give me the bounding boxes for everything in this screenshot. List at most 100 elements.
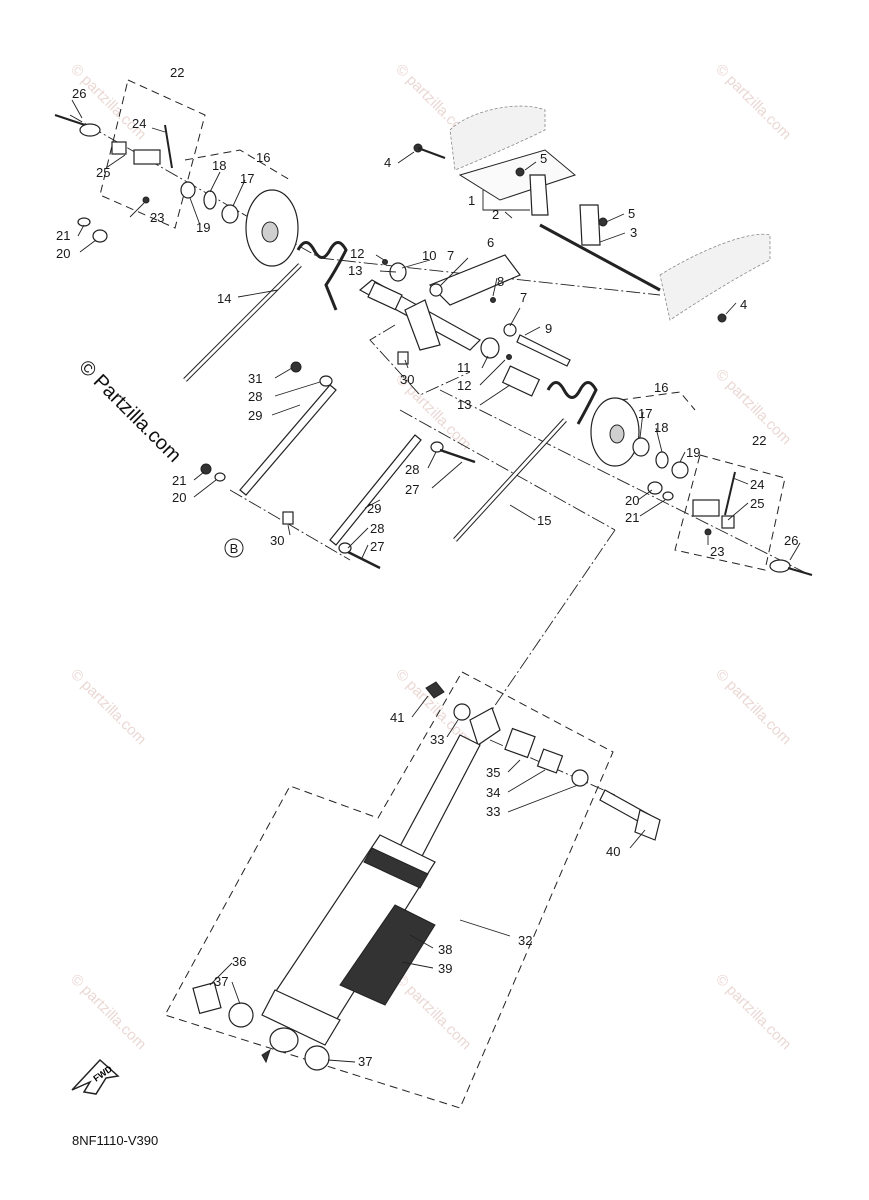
part-label-35: 35 xyxy=(486,765,500,780)
part-label-15: 15 xyxy=(537,513,551,528)
part-label-14: 14 xyxy=(217,291,231,306)
part-label-22: 22 xyxy=(752,433,766,448)
bushing-37-right xyxy=(304,1045,330,1071)
part-label-37: 37 xyxy=(214,974,228,989)
part-label-41: 41 xyxy=(390,710,404,725)
shock-band xyxy=(363,847,429,889)
part-label-28: 28 xyxy=(405,462,419,477)
fwd-arrow: FWD xyxy=(71,1058,120,1095)
part-label-38: 38 xyxy=(438,942,452,957)
nut-31 xyxy=(290,361,302,373)
spacer-30-lower xyxy=(282,511,294,525)
wheel-assembly-left xyxy=(54,114,299,267)
collar-28-c xyxy=(338,542,352,554)
diagram-code: 8NF1110-V390 xyxy=(72,1133,158,1148)
part-label-12: 12 xyxy=(350,246,364,261)
shock-eye-bottom xyxy=(269,1027,299,1053)
cap-20-right xyxy=(647,481,663,495)
bolt-27-a xyxy=(439,448,476,464)
part-label-11: 11 xyxy=(457,360,471,375)
part-label-13: 13 xyxy=(348,263,362,278)
washer-20-b xyxy=(214,472,226,482)
part-label-19: 19 xyxy=(196,220,210,235)
arm-6 xyxy=(428,254,521,306)
part-label-1: 1 xyxy=(468,193,475,208)
part-label-3: 3 xyxy=(630,225,637,240)
washer-26-right xyxy=(769,559,791,573)
pin-23-left xyxy=(142,196,150,204)
watermark-main: © Partzilla.com xyxy=(74,356,185,467)
part-label-22: 22 xyxy=(170,65,184,80)
part-label-7: 7 xyxy=(447,248,454,263)
fitting-8 xyxy=(490,297,496,303)
clip-18-left xyxy=(203,190,217,210)
bracket-2 xyxy=(579,204,601,246)
part-label-26: 26 xyxy=(72,86,86,101)
part-label-40: 40 xyxy=(606,844,620,859)
pin-23-right xyxy=(704,528,712,536)
part-label-23: 23 xyxy=(710,544,724,559)
watermark: © partzilla.com xyxy=(712,61,794,143)
part-label-21: 21 xyxy=(625,510,639,525)
group-box-32 xyxy=(164,671,614,1109)
part-label-26: 26 xyxy=(784,533,798,548)
washer-26-left xyxy=(79,123,101,137)
center-arm xyxy=(358,254,571,397)
bolt-4-lower xyxy=(717,313,727,323)
plate-6 xyxy=(404,299,441,351)
part-label-32: 32 xyxy=(518,933,532,948)
bushing-7-lower xyxy=(503,323,517,337)
bolt-40-head xyxy=(634,809,661,841)
clip-18-right xyxy=(655,451,669,469)
watermark: © partzilla.com xyxy=(712,666,794,748)
collar-25-left xyxy=(111,141,127,155)
bolt-24-left xyxy=(164,124,173,169)
callout-b: B xyxy=(230,541,239,556)
part-label-24: 24 xyxy=(750,477,764,492)
part-label-7: 7 xyxy=(520,290,527,305)
axle-block-left xyxy=(133,149,161,165)
part-label-16: 16 xyxy=(654,380,668,395)
part-label-20: 20 xyxy=(625,493,639,508)
reservoir-label-38 xyxy=(339,904,436,1006)
part-label-36: 36 xyxy=(232,954,246,969)
part-label-33: 33 xyxy=(486,804,500,819)
part-label-19: 19 xyxy=(686,445,700,460)
bolt-26-right xyxy=(787,567,813,576)
part-label-12: 12 xyxy=(457,378,471,393)
part-label-6: 6 xyxy=(487,235,494,250)
part-label-34: 34 xyxy=(486,785,500,800)
collar-19-left xyxy=(180,181,196,199)
watermark: © partzilla.com xyxy=(712,971,794,1053)
nut-21-b xyxy=(200,463,212,475)
part-label-16: 16 xyxy=(256,150,270,165)
bolt-27-b xyxy=(347,550,381,570)
collar-28-b xyxy=(430,441,444,453)
fwd-arrow-icon xyxy=(71,1058,120,1095)
group-bracket-1 xyxy=(482,190,530,211)
part-label-10: 10 xyxy=(422,248,436,263)
collar-28-a xyxy=(319,375,333,387)
bushing-34 xyxy=(536,748,564,774)
group-box-16-right xyxy=(619,391,696,411)
frame-sketch-lower xyxy=(659,233,771,321)
part-label-37: 37 xyxy=(358,1054,372,1069)
part-label-5: 5 xyxy=(540,151,547,166)
part-label-17: 17 xyxy=(638,406,652,421)
part-label-9: 9 xyxy=(545,321,552,336)
bracket-1 xyxy=(529,174,549,216)
spring-14 xyxy=(183,241,348,382)
axle-block-right xyxy=(692,499,720,517)
shock-absorber-32 xyxy=(192,681,661,1071)
shock-eye-top xyxy=(469,707,501,746)
callout-b-circle xyxy=(224,538,244,558)
group-box-22-left xyxy=(99,79,206,229)
part-label-31: 31 xyxy=(248,371,262,386)
group-box-22-right xyxy=(674,454,786,571)
link-29-lower xyxy=(329,434,422,546)
shaft-3 xyxy=(539,223,661,292)
part-label-4: 4 xyxy=(384,155,391,170)
watermark-layer: © partzilla.com © partzilla.com © partzi… xyxy=(67,61,794,1053)
chain-to-shock xyxy=(399,409,616,531)
bolt-24-right xyxy=(724,471,736,516)
